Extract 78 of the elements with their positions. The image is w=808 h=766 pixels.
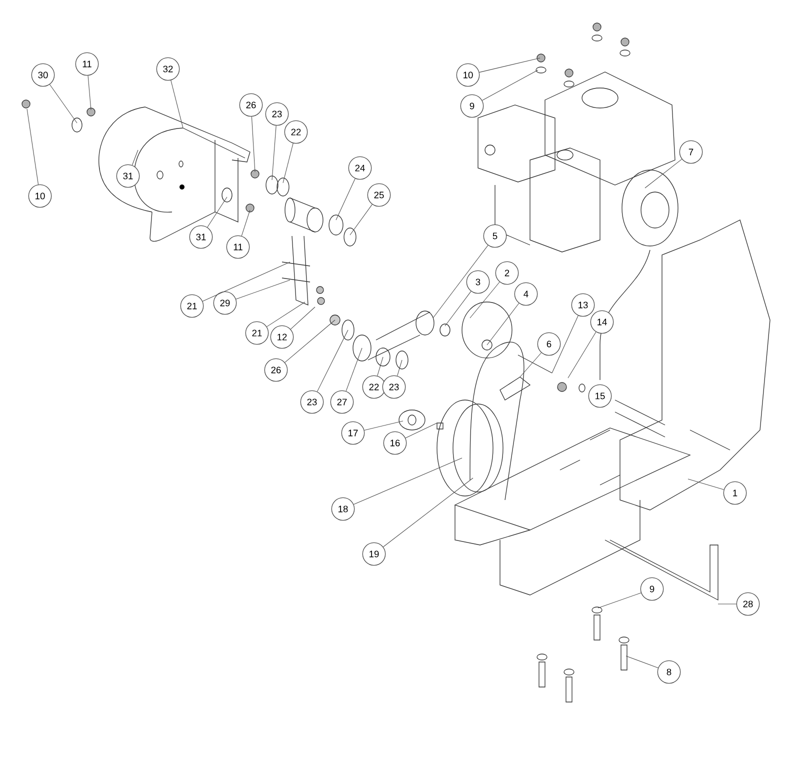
- callout-number: 16: [383, 431, 407, 455]
- leader-line: [202, 262, 290, 302]
- callout-number: 6: [537, 332, 561, 356]
- leader-line: [346, 348, 362, 392]
- callout-number: 15: [588, 384, 612, 408]
- leader-line: [266, 302, 306, 327]
- leader-line: [170, 80, 184, 128]
- callout-number: 10: [456, 63, 480, 87]
- leader-line: [336, 178, 356, 220]
- callout-number: 4: [514, 282, 538, 306]
- callout-number: 2: [495, 261, 519, 285]
- leader-line: [644, 158, 682, 188]
- callout-number: 25: [367, 183, 391, 207]
- callout-number: 7: [679, 140, 703, 164]
- callout-number: 18: [331, 497, 355, 521]
- leader-line: [432, 245, 488, 318]
- callout-number: 29: [213, 291, 237, 315]
- leader-line: [383, 478, 474, 548]
- leader-line: [290, 306, 316, 330]
- leader-line: [598, 592, 642, 608]
- leader-line: [350, 204, 372, 236]
- leader-line: [316, 330, 348, 392]
- callout-number: 22: [284, 120, 308, 144]
- callout-number: 26: [239, 93, 263, 117]
- leader-line: [486, 303, 520, 346]
- leader-line: [284, 320, 336, 363]
- callout-number: 14: [590, 310, 614, 334]
- callout-number: 13: [571, 293, 595, 317]
- leader-line: [364, 420, 404, 431]
- callout-number: 11: [75, 52, 99, 76]
- callout-number: 23: [300, 390, 324, 414]
- leader-line: [49, 84, 78, 124]
- leader-line: [282, 143, 294, 184]
- callout-number: 8: [657, 660, 681, 684]
- callout-number: 21: [245, 321, 269, 345]
- callout-number: 30: [31, 63, 55, 87]
- callout-number: 3: [466, 270, 490, 294]
- leader-line: [444, 291, 472, 326]
- callout-number: 10: [28, 184, 52, 208]
- leader-line: [132, 150, 138, 166]
- callout-number: 31: [189, 225, 213, 249]
- callout-number: 22: [362, 375, 386, 399]
- callout-number: 32: [156, 57, 180, 81]
- leader-line: [479, 58, 540, 73]
- callout-number: 23: [382, 375, 406, 399]
- leader-line: [251, 116, 256, 172]
- callout-number: 24: [348, 156, 372, 180]
- callout-number: 28: [736, 592, 760, 616]
- leader-line: [241, 210, 250, 236]
- callout-number: 26: [264, 358, 288, 382]
- leader-line: [405, 422, 438, 438]
- leader-line: [688, 478, 724, 490]
- leader-line: [88, 75, 92, 110]
- callout-number: 12: [270, 325, 294, 349]
- leader-line: [236, 280, 290, 300]
- callout-number: 9: [460, 94, 484, 118]
- leader-line: [470, 282, 500, 318]
- leader-line: [26, 108, 39, 185]
- leader-line: [272, 125, 276, 180]
- callout-number: 23: [265, 102, 289, 126]
- callout-number: 19: [362, 542, 386, 566]
- callout-number: 17: [341, 421, 365, 445]
- callout-number: 11: [226, 235, 250, 259]
- callout-number: 9: [640, 577, 664, 601]
- leader-line: [482, 70, 538, 101]
- leader-line: [397, 360, 402, 376]
- callout-number: 27: [330, 390, 354, 414]
- leader-line: [568, 332, 596, 378]
- leader-line: [552, 315, 578, 374]
- leader-line: [353, 458, 462, 505]
- leader-line: [207, 196, 228, 228]
- callout-number: 21: [180, 294, 204, 318]
- leader-line: [377, 356, 384, 376]
- callout-number: 31: [116, 164, 140, 188]
- leader-line: [520, 352, 542, 378]
- callout-number: 5: [483, 224, 507, 248]
- callout-number: 1: [723, 481, 747, 505]
- leader-line: [626, 656, 658, 668]
